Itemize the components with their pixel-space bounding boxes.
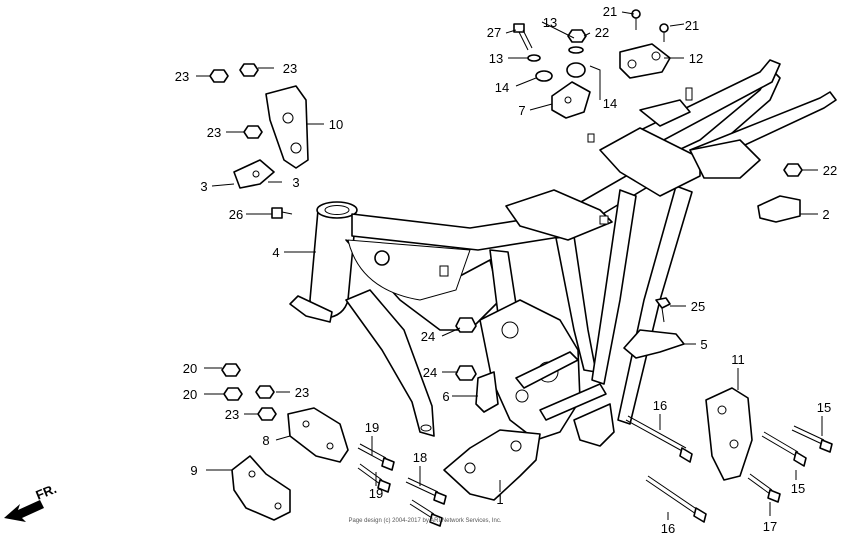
callout-11: 11 xyxy=(731,352,745,367)
part-15-bolt[interactable] xyxy=(761,425,833,467)
part-10-bracket[interactable] xyxy=(265,85,309,169)
callout-23: 23 xyxy=(225,407,239,422)
callout-1: 1 xyxy=(496,492,503,507)
callout-23: 23 xyxy=(295,385,309,400)
part-26-bolt[interactable] xyxy=(271,207,293,219)
callout-6: 6 xyxy=(442,389,449,404)
callout-21: 21 xyxy=(685,18,699,33)
main-frame[interactable] xyxy=(289,59,837,447)
callout-labels: 27 13 22 21 21 12 13 14 14 7 23 23 10 23… xyxy=(175,4,837,536)
part-8-engine-hanger-plate[interactable] xyxy=(287,407,349,463)
part-22-nut[interactable] xyxy=(567,29,803,177)
part-19-bolt[interactable] xyxy=(357,443,395,493)
callout-20: 20 xyxy=(183,387,197,402)
copyright-footer: Page design (c) 2004-2017 by ARI Network… xyxy=(348,518,501,524)
part-5-bracket[interactable] xyxy=(623,329,685,359)
callout-17: 17 xyxy=(763,519,777,534)
part-16-long-bolt[interactable] xyxy=(625,415,707,523)
callout-19: 19 xyxy=(369,486,383,501)
leader-lines xyxy=(196,11,823,520)
callout-14: 14 xyxy=(603,96,617,111)
callout-22: 22 xyxy=(823,163,837,178)
callout-19: 19 xyxy=(365,420,379,435)
part-3-clamp[interactable] xyxy=(233,159,275,189)
part-18-bolt[interactable] xyxy=(405,477,447,527)
callout-5: 5 xyxy=(700,337,707,352)
callout-3: 3 xyxy=(200,179,207,194)
part-12-rubber-mount[interactable] xyxy=(619,43,671,79)
callout-16: 16 xyxy=(661,521,675,536)
part-25-bolt[interactable] xyxy=(655,297,671,323)
part-20-nut[interactable] xyxy=(221,363,243,401)
callout-22: 22 xyxy=(595,25,609,40)
callout-18: 18 xyxy=(413,450,427,465)
front-arrow-icon xyxy=(4,500,44,522)
callout-20: 20 xyxy=(183,361,197,376)
part-2-bracket[interactable] xyxy=(757,195,801,223)
part-21-bolt[interactable] xyxy=(631,9,669,42)
callout-8: 8 xyxy=(262,433,269,448)
callout-23: 23 xyxy=(175,69,189,84)
part-14-rubber[interactable] xyxy=(535,62,586,82)
callout-13: 13 xyxy=(543,15,557,30)
part-11-engine-hanger[interactable] xyxy=(705,387,753,481)
callout-2: 2 xyxy=(822,207,829,222)
callout-14: 14 xyxy=(495,80,509,95)
callout-27: 27 xyxy=(487,25,501,40)
callout-26: 26 xyxy=(229,207,243,222)
part-6-bracket[interactable] xyxy=(475,371,499,413)
part-27-bolt[interactable] xyxy=(513,23,533,51)
callout-16: 16 xyxy=(653,398,667,413)
callout-23: 23 xyxy=(283,61,297,76)
part-23-nut[interactable] xyxy=(209,63,277,421)
callout-4: 4 xyxy=(272,245,279,260)
callout-13: 13 xyxy=(489,51,503,66)
callout-12: 12 xyxy=(689,51,703,66)
callout-3: 3 xyxy=(292,175,299,190)
part-24-nut[interactable] xyxy=(455,317,477,381)
callout-9: 9 xyxy=(190,463,197,478)
callout-25: 25 xyxy=(691,299,705,314)
front-direction-indicator: FR. xyxy=(4,481,59,522)
callout-10: 10 xyxy=(329,117,343,132)
callout-15: 15 xyxy=(791,481,805,496)
front-direction-label: FR. xyxy=(34,481,59,503)
callout-24: 24 xyxy=(421,329,435,344)
callout-23: 23 xyxy=(207,125,221,140)
part-9-engine-hanger-plate[interactable] xyxy=(231,455,291,521)
callout-7: 7 xyxy=(518,103,525,118)
part-17-bolt[interactable] xyxy=(747,473,781,503)
part-1-bracket[interactable] xyxy=(443,429,541,501)
callout-21: 21 xyxy=(603,4,617,19)
callout-24: 24 xyxy=(423,365,437,380)
part-13-washer[interactable] xyxy=(527,46,584,62)
part-7-bracket[interactable] xyxy=(551,81,591,119)
callout-15: 15 xyxy=(817,400,831,415)
